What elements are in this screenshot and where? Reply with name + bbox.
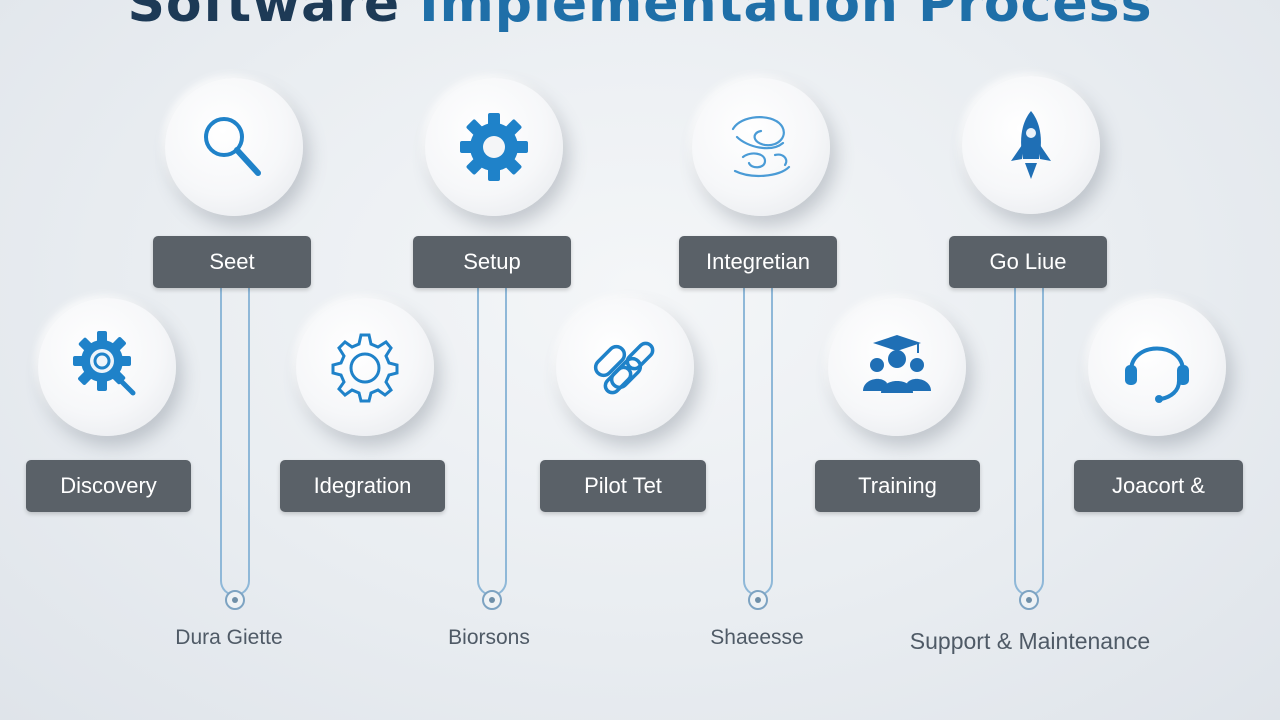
label-discovery[interactable]: Discovery	[26, 460, 191, 512]
label-idegration[interactable]: Idegration	[280, 460, 445, 512]
chain-link-icon	[593, 341, 655, 395]
magnifier-icon	[204, 117, 261, 176]
page-title: Software Implementation Process	[0, 0, 1280, 34]
step-circle-training[interactable]	[828, 298, 966, 436]
rail-seet	[220, 288, 250, 596]
step-circle-integretian[interactable]	[692, 78, 830, 216]
rail-knob-1[interactable]	[225, 590, 245, 610]
label-training[interactable]: Training	[815, 460, 980, 512]
rail-integretian	[743, 288, 773, 596]
label-go-liue[interactable]: Go Liue	[949, 236, 1107, 288]
team-graduation-icon	[863, 335, 931, 393]
step-circle-setup[interactable]	[425, 78, 563, 216]
rail-setup	[477, 288, 507, 596]
rail-knob-2[interactable]	[482, 590, 502, 610]
caption-shaeesse: Shaeesse	[710, 626, 804, 649]
rail-knob-4[interactable]	[1019, 590, 1039, 610]
label-seet[interactable]: Seet	[153, 236, 311, 288]
step-circle-pilot-tet[interactable]	[556, 298, 694, 436]
label-joacort[interactable]: Joacort &	[1074, 460, 1243, 512]
label-pilot-tet[interactable]: Pilot Tet	[540, 460, 706, 512]
rocket-icon	[1011, 111, 1051, 179]
caption-biorsons: Biorsons	[448, 626, 530, 649]
step-circle-discovery[interactable]	[38, 298, 176, 436]
gear-outline-icon	[331, 333, 399, 403]
title-part-2: Implementation	[419, 0, 899, 34]
caption-dura-giette: Dura Giette	[175, 626, 283, 649]
step-circle-seet[interactable]	[165, 78, 303, 216]
gear-search-icon	[73, 331, 136, 396]
headset-icon	[1125, 346, 1189, 403]
step-circle-joacort[interactable]	[1088, 298, 1226, 436]
rail-knob-3[interactable]	[748, 590, 768, 610]
step-circle-idegration[interactable]	[296, 298, 434, 436]
caption-support-maintenance: Support & Maintenance	[909, 628, 1151, 654]
step-circle-go-liue[interactable]	[962, 76, 1100, 214]
title-part-3: Process	[898, 0, 1153, 34]
gear-icon	[460, 113, 528, 181]
label-integretian[interactable]: Integretian	[679, 236, 837, 288]
swirl-icon	[731, 116, 791, 177]
title-part-1: Software	[127, 0, 420, 34]
rail-go-liue	[1014, 288, 1044, 596]
label-setup[interactable]: Setup	[413, 236, 571, 288]
